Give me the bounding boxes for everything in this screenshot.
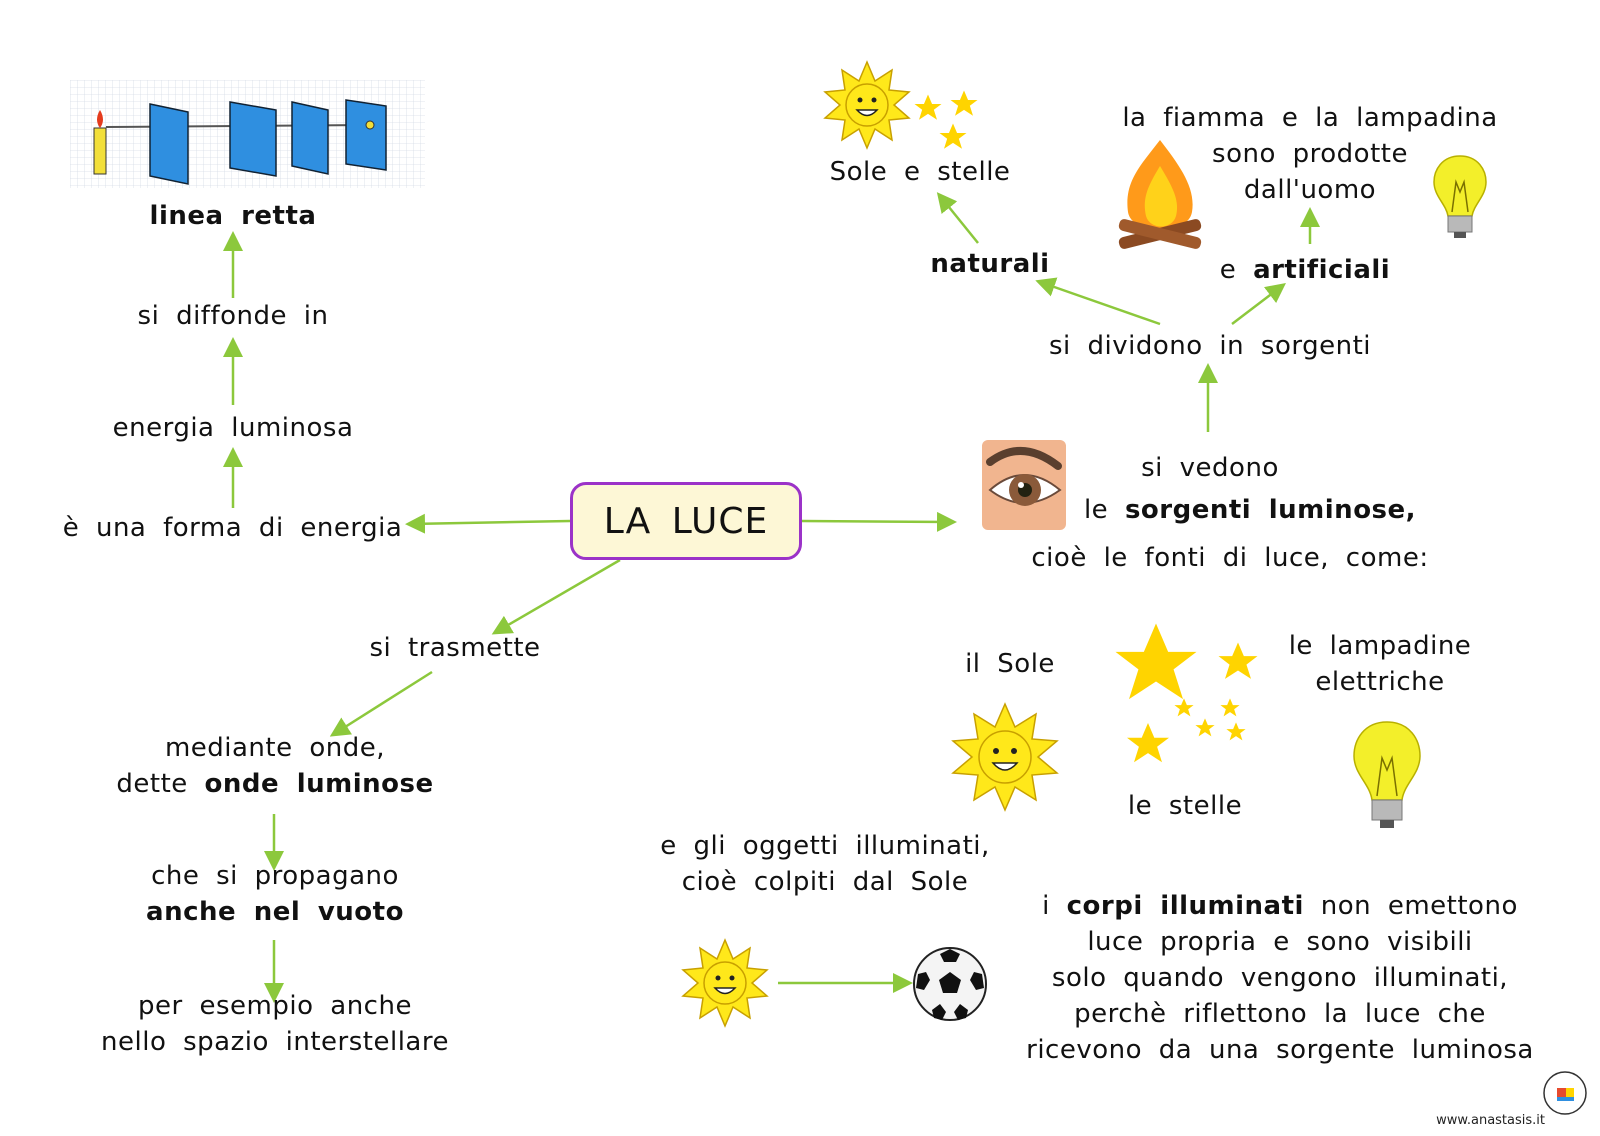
label-bodies-line5: ricevono da una sorgente luminosa [1026, 1035, 1534, 1065]
label-artificial-bold: artificiali [1253, 255, 1391, 285]
sun-icon [681, 938, 769, 1028]
label-the-sun: il Sole [965, 649, 1055, 679]
label-sources-line3: cioè le fonti di luce, come: [1031, 543, 1429, 573]
central-topic-label: LA LUCE [603, 500, 769, 542]
label-sun-and-stars: Sole e stelle [829, 157, 1011, 187]
label-artificial: e artificiali [1205, 252, 1405, 288]
label-bodies-suffix: non emettono [1320, 891, 1518, 921]
label-waves-bold: onde luminose [204, 769, 434, 799]
label-light-energy: energia luminosa [112, 413, 354, 443]
arrow-transmits-to-waves [329, 670, 433, 737]
label-bulbs-line2: elettriche [1315, 667, 1445, 697]
label-bodies-line1: i corpi illuminati non emettono [1010, 888, 1550, 924]
label-transmits: si trasmette [369, 633, 541, 663]
label-waves-line2: dette onde luminose [90, 766, 460, 802]
lightbulb-icon [1433, 155, 1487, 238]
label-example-line1: per esempio anche [138, 991, 412, 1021]
lightbulb-icon [1353, 721, 1421, 828]
soccer-ball-icon [913, 947, 987, 1021]
label-are-seen: si vedono [1141, 453, 1279, 483]
label-natural: naturali [930, 249, 1050, 279]
arrow-center-to-sources [801, 511, 957, 532]
fire-icon [1118, 140, 1202, 249]
arrow-divided-to-artificial [1231, 282, 1286, 325]
label-energy-form: è una forma di energia [62, 513, 403, 543]
candle-panes-icon [70, 80, 425, 188]
label-flame-line1: la fiamma e la lampadina [1122, 103, 1498, 133]
label-example-line2: nello spazio interstellare [101, 1027, 449, 1057]
site-url[interactable]: www.anastasis.it [1436, 1113, 1545, 1128]
label-propagate-line2: anche nel vuoto [146, 897, 404, 927]
label-waves-line1: mediante onde, [164, 733, 386, 763]
sun-icon [823, 60, 911, 150]
label-bodies-bold: corpi illuminati [1066, 891, 1304, 921]
central-topic: LA LUCE [570, 482, 802, 560]
label-divided-into: si dividono in sorgenti [1049, 331, 1371, 361]
label-bodies-line4: perchè riflettono la luce che [1074, 999, 1486, 1029]
label-sources-prefix: le [1083, 495, 1109, 525]
label-objects-line2: cioè colpiti dal Sole [681, 867, 969, 897]
supermappe-logo [1543, 1071, 1587, 1115]
arrow-divided-to-natural [1035, 277, 1161, 326]
label-propagate-line1: che si propagano [151, 861, 399, 891]
label-sources-bold: sorgenti luminose, [1124, 495, 1417, 525]
label-bodies-prefix: i [1042, 891, 1050, 921]
label-waves-prefix: dette [116, 769, 188, 799]
label-the-stars: le stelle [1127, 791, 1243, 821]
label-spreads-in: si diffonde in [137, 301, 329, 331]
star-icon [1115, 623, 1258, 763]
label-bodies-line3: solo quando vengono illuminati, [1051, 963, 1509, 993]
label-light-sources: le sorgenti luminose, [1060, 492, 1440, 528]
label-artificial-prefix: e [1219, 255, 1237, 285]
star-icon [914, 90, 978, 149]
eye-icon [982, 440, 1066, 530]
label-flame-line3: dall'uomo [1243, 175, 1377, 205]
label-objects-line1: e gli oggetti illuminati, [660, 831, 990, 861]
arrow-center-to-energy [405, 513, 571, 534]
arrow-center-to-transmits [491, 558, 621, 635]
label-flame-line2: sono prodotte [1212, 139, 1408, 169]
label-bulbs-line1: le lampadine [1288, 631, 1472, 661]
arrow-natural-to-sun-stars [936, 192, 979, 244]
label-straight-line: linea retta [149, 201, 317, 231]
sun-icon [951, 702, 1059, 812]
label-bodies-line2: luce propria e sono visibili [1087, 927, 1473, 957]
